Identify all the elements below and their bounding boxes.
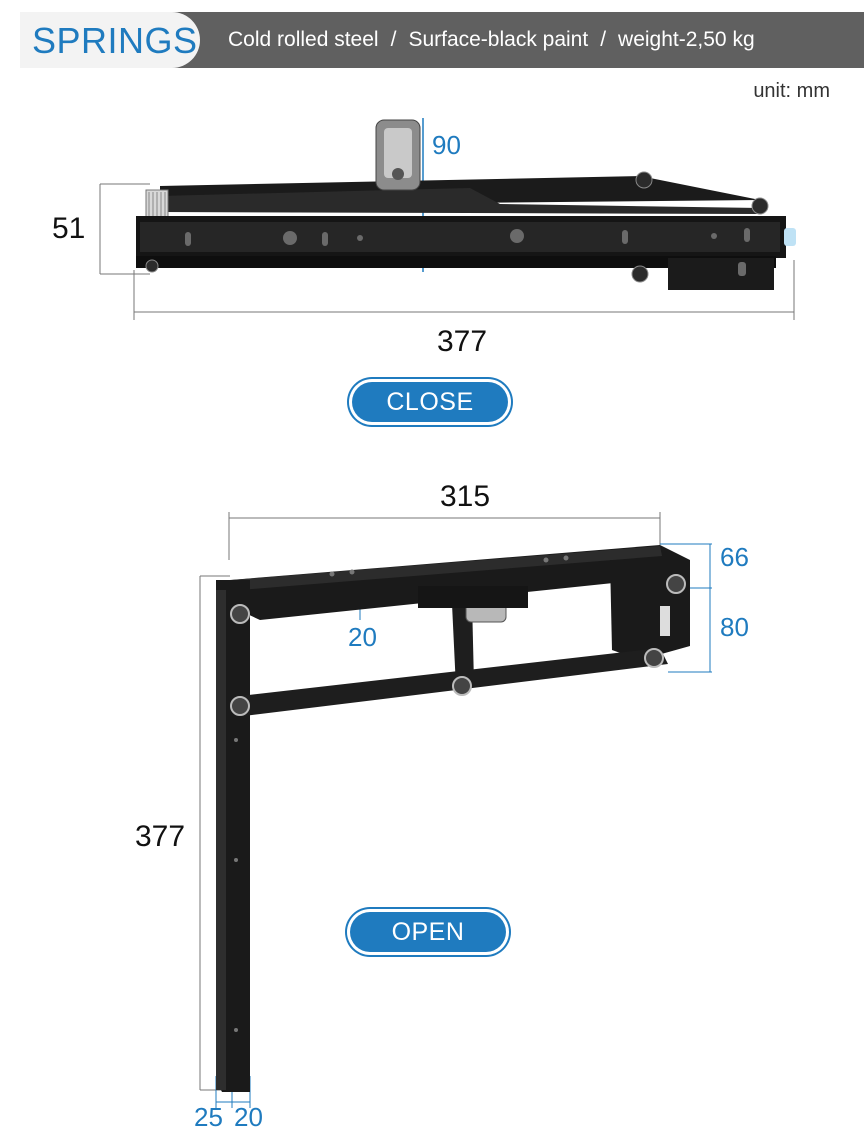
foot-dim-right: 20 [234,1102,263,1132]
spec-weight: weight-2,50 kg [618,28,755,51]
open-leg-dim: 377 [135,820,186,853]
open-button[interactable]: OPEN [350,912,506,952]
product-title: SPRINGS [32,20,198,61]
open-hinge-drawing [199,512,712,1108]
open-width-dim: 315 [440,480,491,513]
spec-surface: Surface-black paint [408,28,589,51]
open-inner-dim: 20 [348,622,377,652]
spec-material: Cold rolled steel [228,28,379,51]
closed-hinge-drawing [99,118,796,320]
closed-length-dim: 377 [437,325,488,358]
header-tab [20,12,200,68]
unit-label: unit: mm [753,80,830,102]
closed-height-dim: 51 [52,212,86,245]
open-side-dim: 80 [720,612,749,642]
closed-bracket-dim: 90 [432,130,461,160]
close-button[interactable]: CLOSE [352,382,508,422]
foot-dim-left: 25 [194,1102,223,1132]
open-top-dim: 66 [720,542,749,572]
spec-separator: / [600,28,607,51]
spec-list: Cold rolled steel / Surface-black paint / we… [228,28,755,52]
spec-separator: / [390,28,397,51]
